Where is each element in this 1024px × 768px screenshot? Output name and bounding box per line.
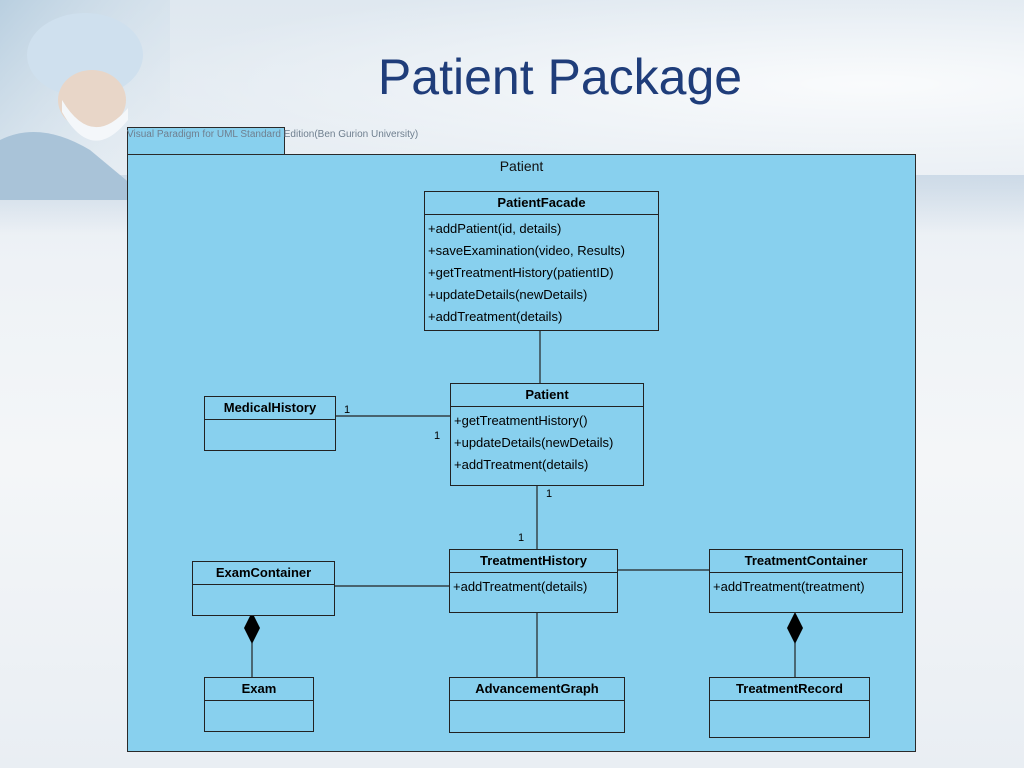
class-patient-facade[interactable]: PatientFacade +addPatient(id, details) +… [424, 191, 659, 331]
class-name: ExamContainer [193, 562, 334, 585]
class-name: Exam [205, 678, 313, 701]
class-name: TreatmentHistory [450, 550, 617, 573]
class-treatment-container[interactable]: TreatmentContainer +addTreatment(treatme… [709, 549, 903, 613]
class-treatment-history[interactable]: TreatmentHistory +addTreatment(details) [449, 549, 618, 613]
class-name: MedicalHistory [205, 397, 335, 420]
multiplicity-label: 1 [434, 430, 441, 442]
class-treatment-record[interactable]: TreatmentRecord [709, 677, 870, 738]
operation: +addTreatment(treatment) [713, 579, 865, 594]
multiplicity-label: 1 [518, 532, 525, 544]
operation: +updateDetails(newDetails) [428, 287, 588, 302]
class-name: PatientFacade [425, 192, 658, 215]
operation: +getTreatmentHistory(patientID) [428, 265, 614, 280]
slide-title: Patient Package [377, 49, 743, 105]
multiplicity-label: 1 [344, 404, 351, 416]
class-name: AdvancementGraph [450, 678, 624, 701]
operation: +addTreatment(details) [453, 579, 588, 594]
operation: +addTreatment(details) [428, 309, 563, 324]
multiplicity-label: 1 [546, 488, 553, 500]
composition-diamond-icon [787, 612, 803, 644]
operation: +addPatient(id, details) [428, 221, 562, 236]
operation: +getTreatmentHistory() [454, 413, 588, 428]
class-patient[interactable]: Patient +getTreatmentHistory() +updateDe… [450, 383, 644, 486]
operation: +saveExamination(video, Results) [428, 243, 625, 258]
class-name: TreatmentContainer [710, 550, 902, 573]
class-name: Patient [451, 384, 643, 407]
package-name: Patient [499, 158, 544, 174]
class-exam[interactable]: Exam [204, 677, 314, 732]
watermark: Visual Paradigm for UML Standard Edition… [127, 129, 419, 140]
operation: +addTreatment(details) [454, 457, 589, 472]
class-name: TreatmentRecord [710, 678, 869, 701]
class-exam-container[interactable]: ExamContainer [192, 561, 335, 616]
composition-diamond-icon [244, 612, 260, 644]
operation: +updateDetails(newDetails) [454, 435, 614, 450]
class-advancement-graph[interactable]: AdvancementGraph [449, 677, 625, 733]
class-medical-history[interactable]: MedicalHistory [204, 396, 336, 451]
